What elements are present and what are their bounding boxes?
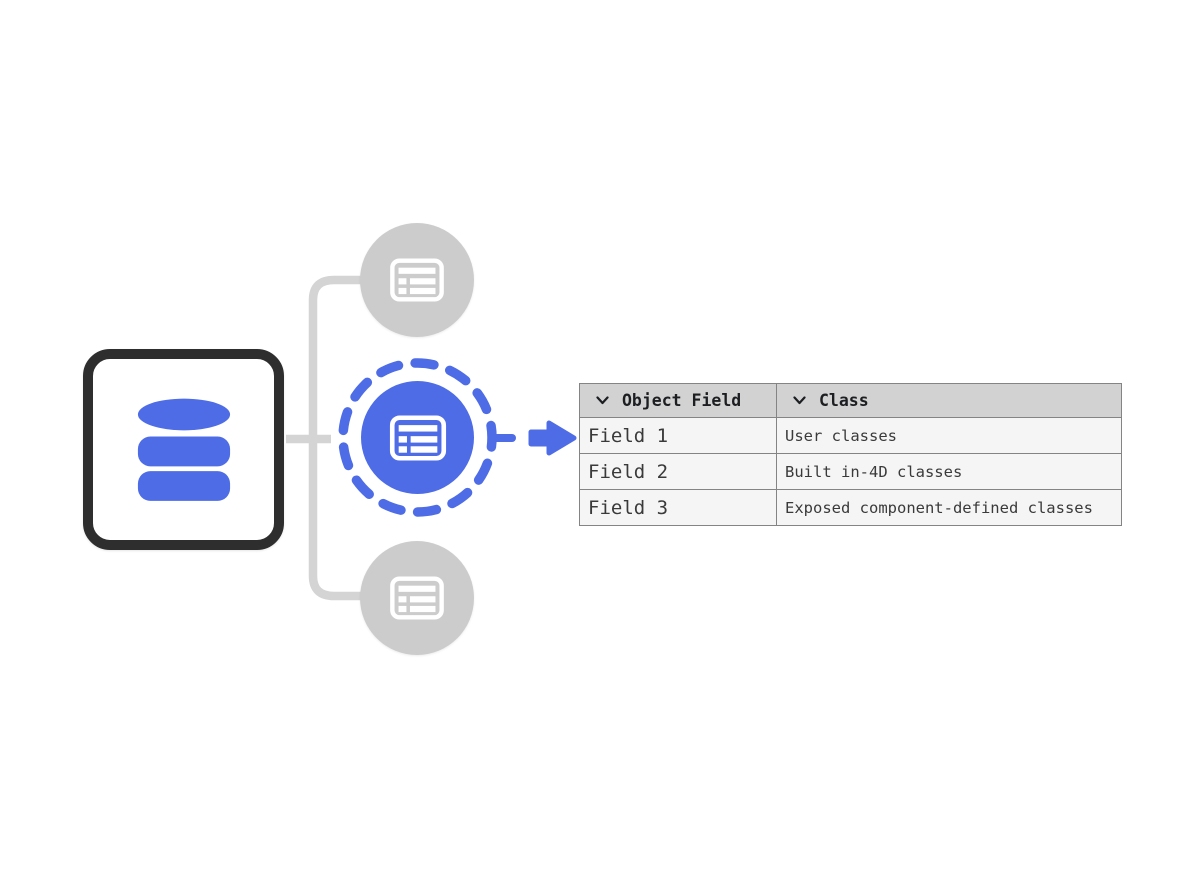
object-node-top [360, 223, 474, 337]
table-header-row: Object Field Class [579, 383, 1122, 418]
database-box [83, 349, 284, 550]
arrow-right-icon [528, 420, 577, 456]
object-node-selected [361, 381, 474, 494]
classes-table: Object Field Class Field 1 User classes [579, 383, 1122, 526]
column-header-object-field[interactable]: Object Field [579, 383, 777, 418]
column-header-class[interactable]: Class [776, 383, 1122, 418]
database-icon [137, 398, 230, 501]
column-label-object-field: Object Field [622, 391, 742, 410]
table-icon [390, 258, 444, 302]
chevron-down-icon [793, 396, 806, 405]
table-row: Field 3 Exposed component-defined classe… [579, 489, 1122, 526]
field-cell: Field 2 [579, 453, 777, 490]
field-cell: Field 3 [579, 489, 777, 526]
field-cell: Field 1 [579, 417, 777, 454]
column-label-class: Class [819, 391, 869, 410]
class-cell: Built in-4D classes [776, 453, 1122, 490]
table-icon [389, 414, 446, 461]
chevron-down-icon [596, 396, 609, 405]
table-icon [390, 576, 444, 620]
class-cell: Exposed component-defined classes [776, 489, 1122, 526]
class-cell: User classes [776, 417, 1122, 454]
selection-dashed-ring [338, 358, 497, 517]
object-node-bottom [360, 541, 474, 655]
table-row: Field 2 Built in-4D classes [579, 453, 1122, 490]
table-row: Field 1 User classes [579, 417, 1122, 454]
